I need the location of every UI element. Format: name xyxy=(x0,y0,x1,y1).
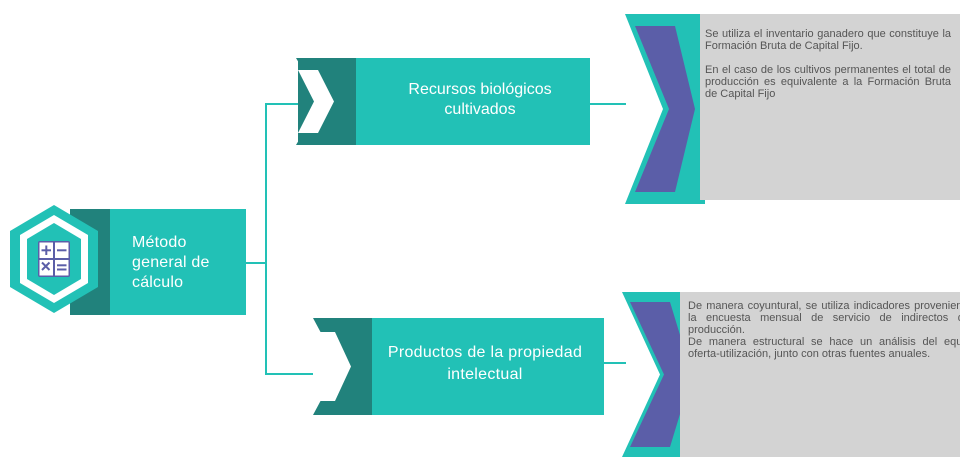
connector-top-to-box xyxy=(590,103,626,105)
branch-1-chevron xyxy=(296,58,356,145)
connector-vertical xyxy=(265,103,267,375)
desc-1-paragraph-1: Se utiliza el inventario ganadero que co… xyxy=(705,28,951,52)
branch-2-node xyxy=(372,318,604,415)
root-title: Método general de cálculo xyxy=(132,234,210,291)
branch-1-node xyxy=(356,58,590,145)
connector-bottom-to-box xyxy=(604,362,626,364)
branch-2-chevron xyxy=(313,318,373,415)
calculator-icon xyxy=(38,241,70,277)
branch-1-title: Recursos biológicos cultivados xyxy=(408,81,552,118)
desc-2-text: De manera coyuntural, se utiliza indicad… xyxy=(688,300,960,360)
branch-2-title: Productos de la propiedad intelectual xyxy=(387,344,583,383)
connector-top-horizontal xyxy=(265,103,298,105)
desc-1-box xyxy=(700,14,960,200)
desc-1-text: Se utiliza el inventario ganadero que co… xyxy=(705,28,951,100)
desc-1-paragraph-2: En el caso de los cultivos permanentes e… xyxy=(705,64,951,100)
connector-root xyxy=(246,262,266,264)
connector-bottom-horizontal xyxy=(265,373,313,375)
desc-2-paragraph-2: De manera estructural se hace un análisi… xyxy=(688,336,960,360)
desc-2-box xyxy=(680,292,960,457)
desc-2-paragraph-1: De manera coyuntural, se utiliza indicad… xyxy=(688,300,960,336)
calculator-hexagon xyxy=(10,205,98,313)
desc-1-bracket xyxy=(625,14,705,204)
